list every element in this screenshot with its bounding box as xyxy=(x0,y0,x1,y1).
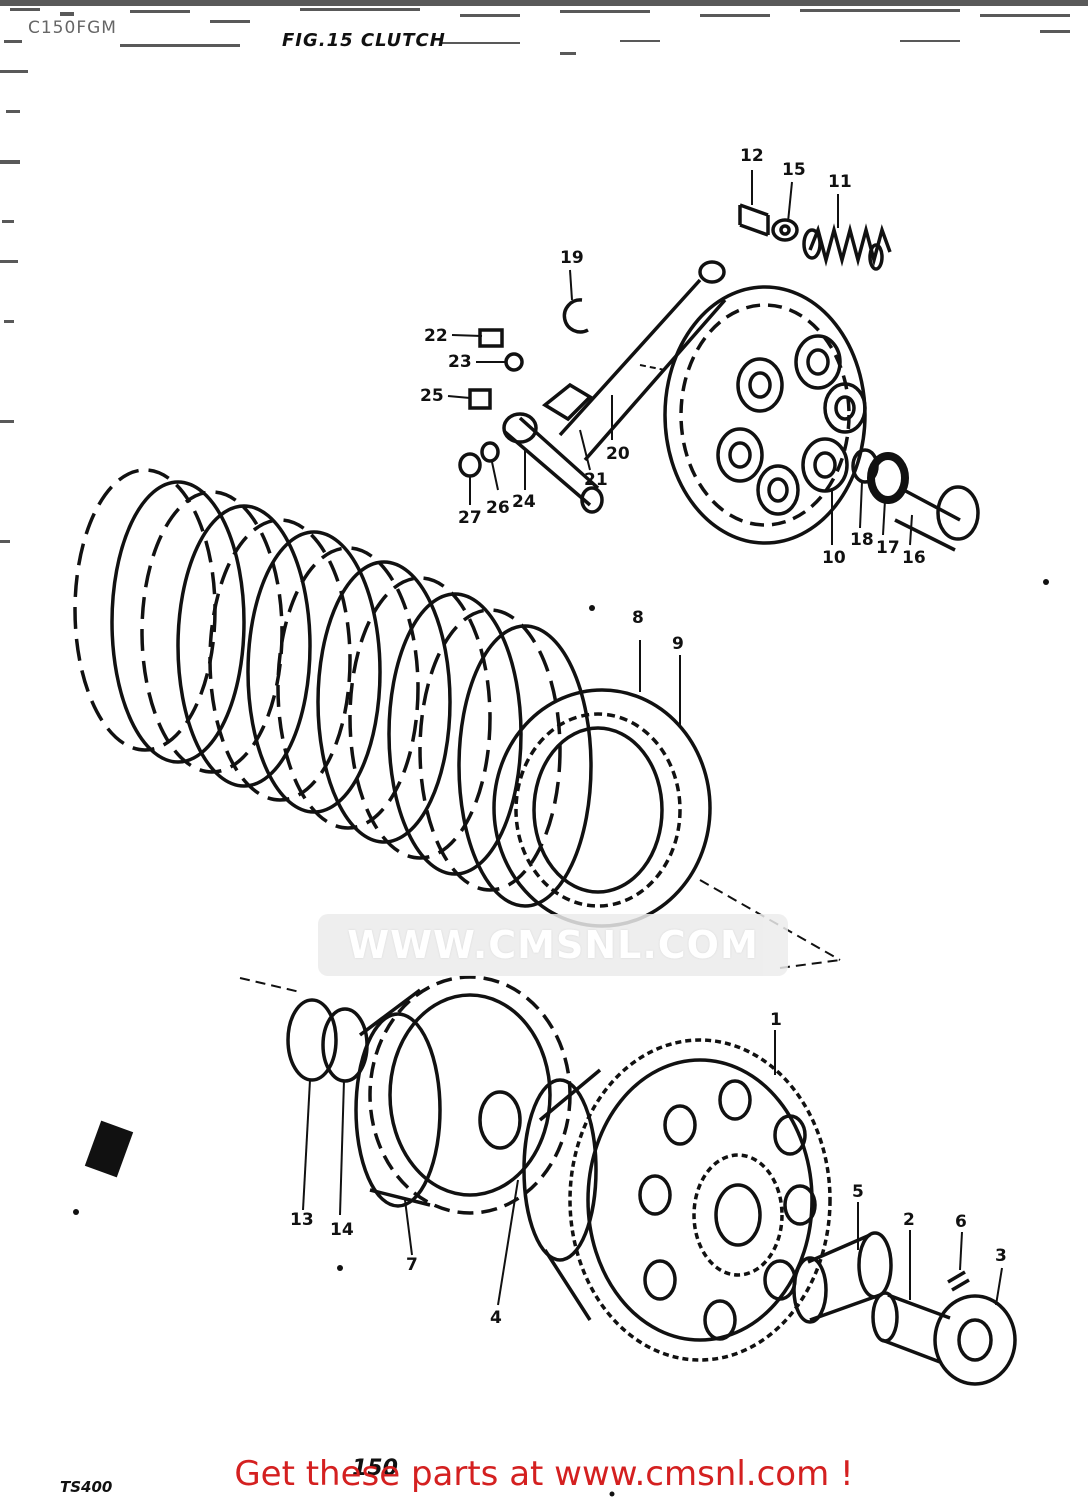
part-number-10: 10 xyxy=(822,548,846,568)
figure-title: FIG.15 CLUTCH xyxy=(282,30,446,51)
part-number-6: 6 xyxy=(955,1212,967,1232)
part-number-3: 3 xyxy=(995,1246,1007,1266)
part-number-27: 27 xyxy=(458,508,482,528)
part-number-8: 8 xyxy=(632,608,644,628)
part-number-11: 11 xyxy=(828,172,852,192)
part-number-17: 17 xyxy=(876,538,900,558)
part-number-22: 22 xyxy=(424,326,448,346)
part-number-24: 24 xyxy=(512,492,536,512)
part-number-25: 25 xyxy=(420,386,444,406)
clutch-hub-housing-assembly xyxy=(239,959,1017,1386)
part-number-9: 9 xyxy=(672,634,684,654)
watermark: WWW.CMSNL.COM xyxy=(318,914,788,976)
model-code: TS400 xyxy=(60,1478,113,1496)
part-number-13: 13 xyxy=(290,1210,314,1230)
pressure-plate-assembly xyxy=(447,170,980,552)
part-number-26: 26 xyxy=(486,498,510,518)
part-number-12: 12 xyxy=(740,146,764,166)
part-number-1: 1 xyxy=(770,1010,782,1030)
clutch-plate-stack xyxy=(73,468,841,961)
part-number-18: 18 xyxy=(850,530,874,550)
part-number-23: 23 xyxy=(448,352,472,372)
get-parts-link[interactable]: Get these parts at www.cmsnl.com ! xyxy=(234,1454,854,1494)
part-number-15: 15 xyxy=(782,160,806,180)
part-number-7: 7 xyxy=(406,1255,418,1275)
diagram-code: C150FGM xyxy=(28,18,117,38)
part-number-20: 20 xyxy=(606,444,630,464)
part-number-4: 4 xyxy=(490,1308,502,1328)
scan-specks xyxy=(73,579,1049,1497)
part-number-2: 2 xyxy=(903,1210,915,1230)
page-number: 150 xyxy=(352,1456,398,1481)
scan-noise xyxy=(0,0,1088,543)
part-number-19: 19 xyxy=(560,248,584,268)
part-number-16: 16 xyxy=(902,548,926,568)
part-number-14: 14 xyxy=(330,1220,354,1240)
part-number-5: 5 xyxy=(852,1182,864,1202)
part-number-21: 21 xyxy=(584,470,608,490)
